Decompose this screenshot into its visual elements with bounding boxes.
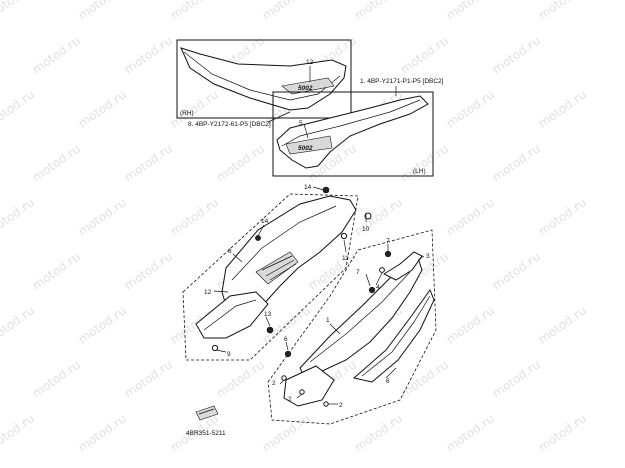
- callout-8: 8: [228, 248, 232, 255]
- callout-11: 11: [342, 255, 349, 262]
- inset-lh-frame: [272, 91, 434, 177]
- callout-13: 13: [264, 311, 272, 318]
- watermark-text: motod.ru: [398, 33, 451, 76]
- watermark-text: motod.ru: [76, 0, 129, 22]
- watermark-text: motod.ru: [352, 411, 405, 454]
- callout-10: 10: [362, 226, 370, 233]
- watermark-text: motod.ru: [0, 0, 37, 22]
- callout-4: 4: [376, 284, 380, 291]
- watermark-text: motod.ru: [536, 411, 589, 454]
- watermark-text: motod.ru: [0, 195, 37, 238]
- callout-14-left: 14: [261, 218, 269, 225]
- emblem-lh: [285, 135, 333, 155]
- clip-9: [211, 344, 219, 352]
- callout-7-b: 7: [356, 269, 360, 276]
- callout-12-rh: 12: [306, 59, 314, 66]
- callout-6: 6: [386, 378, 390, 385]
- watermark-text: motod.ru: [490, 249, 543, 292]
- watermark-text: motod.ru: [30, 249, 83, 292]
- watermark-text: motod.ru: [122, 33, 175, 76]
- watermark-text: motod.ru: [122, 357, 175, 400]
- callout-3: 3: [426, 253, 430, 260]
- screw-7-b: [368, 286, 376, 294]
- screw-14-left: [255, 235, 261, 241]
- watermark-text: motod.ru: [30, 33, 83, 76]
- inset-rh: 5002 12 (RH): [176, 39, 352, 119]
- watermark-text: motod.ru: [214, 141, 267, 184]
- side-cover-rh-inset: [180, 47, 347, 111]
- watermark-text: motod.ru: [0, 303, 37, 346]
- grommet-4: [379, 267, 385, 273]
- callout-1: 1: [326, 317, 330, 324]
- inner-panel-lh: [283, 365, 335, 407]
- watermark-text: motod.ru: [398, 141, 451, 184]
- inner-panel-rh: [195, 291, 269, 339]
- watermark-text: motod.ru: [260, 411, 313, 454]
- watermark-text: motod.ru: [122, 249, 175, 292]
- callout-2-a: 2: [339, 402, 343, 409]
- grommet-10: [364, 212, 372, 220]
- watermark-text: motod.ru: [76, 303, 129, 346]
- callout-2-b: 2: [288, 396, 292, 403]
- washer-13: [266, 326, 274, 334]
- inset-lh-side-label: (LH): [413, 168, 426, 175]
- watermark-text: motod.ru: [214, 357, 267, 400]
- watermark-text: motod.ru: [444, 0, 497, 22]
- trim-3: [382, 251, 423, 281]
- watermark-text: motod.ru: [76, 195, 129, 238]
- leader-lines: [213, 186, 425, 405]
- emblem-rh: [281, 77, 335, 95]
- watermark-text: motod.ru: [444, 411, 497, 454]
- watermark-text: motod.ru: [536, 0, 589, 22]
- inset-rh-side-label: (RH): [180, 110, 194, 117]
- watermark-text: motod.ru: [168, 0, 221, 22]
- watermark-text: motod.ru: [122, 141, 175, 184]
- watermark-text: motod.ru: [536, 87, 589, 130]
- callout-5-lh: 5: [299, 120, 303, 127]
- part-number-1: 1. 4BP-Y2171-P1-P5 [DBC2]: [360, 78, 444, 85]
- watermark-text: motod.ru: [168, 195, 221, 238]
- assembly-outline-rh: [182, 193, 359, 361]
- watermark-text: motod.ru: [260, 0, 313, 22]
- inset-lh: 5002 5 (LH): [272, 91, 434, 177]
- watermark-text: motod.ru: [76, 87, 129, 130]
- watermark-text: motod.ru: [444, 87, 497, 130]
- callout-2-c: 2: [272, 380, 276, 387]
- part-number-8: 8. 4BP-Y2172-61-P5 [DBC2]: [188, 121, 271, 128]
- inset-rh-frame: [176, 39, 352, 119]
- watermark-text: motod.ru: [444, 195, 497, 238]
- screw-7-a: [384, 250, 392, 258]
- watermark-text: motod.ru: [30, 141, 83, 184]
- watermark-text: motod.ru: [0, 87, 37, 130]
- diagram-code: 4BR351-5211: [186, 430, 226, 437]
- callout-6-b: 6: [284, 336, 288, 343]
- watermark-text: motod.ru: [444, 303, 497, 346]
- nut-11: [340, 232, 348, 240]
- watermark-text: motod.ru: [490, 357, 543, 400]
- watermark-text: motod.ru: [76, 411, 129, 454]
- emblem-rh-text: 5002: [298, 85, 313, 92]
- callout-7-a: 7: [386, 238, 390, 245]
- watermark-text: motod.ru: [352, 195, 405, 238]
- decal-6: [352, 288, 435, 383]
- watermark-text: motod.ru: [0, 411, 37, 454]
- clip-2-c: [281, 375, 287, 381]
- assembly-outline-lh: [267, 229, 437, 425]
- watermark-text: motod.ru: [352, 0, 405, 22]
- emblem-lh-text: 5002: [298, 145, 313, 152]
- callout-14-top: 14: [304, 184, 312, 191]
- watermark-text: motod.ru: [490, 33, 543, 76]
- watermark-text: motod.ru: [490, 141, 543, 184]
- watermark-text: motod.ru: [536, 195, 589, 238]
- screw-6-b: [284, 350, 292, 358]
- watermark-text: motod.ru: [536, 303, 589, 346]
- side-cover-lh: [299, 257, 423, 377]
- clip-2-a: [323, 401, 329, 407]
- clip-2-b: [299, 389, 305, 395]
- callout-12: 12: [204, 289, 212, 296]
- callout-9: 9: [227, 351, 231, 358]
- watermark-text: motod.ru: [398, 357, 451, 400]
- watermark-text: motod.ru: [30, 357, 83, 400]
